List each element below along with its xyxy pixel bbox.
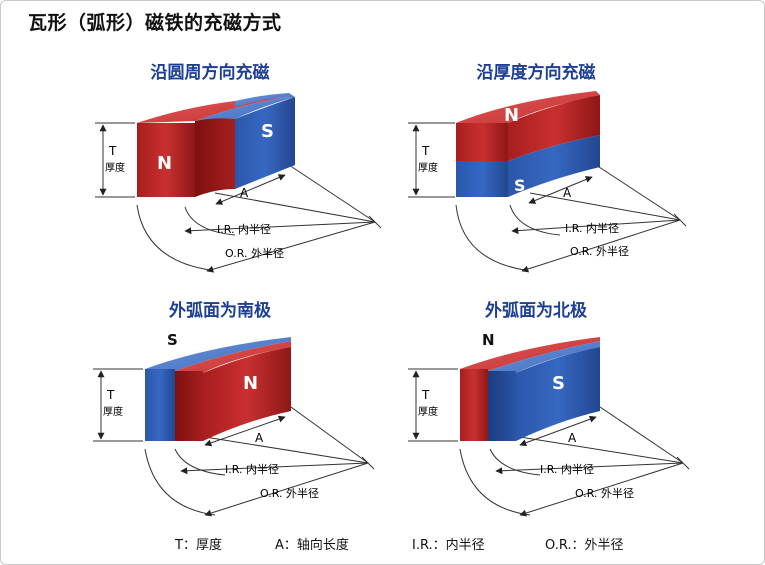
- outer-guide-arc: [144, 448, 216, 516]
- or-radius-line: [206, 221, 376, 273]
- a-label: A: [563, 186, 572, 200]
- blue-side-face: [488, 371, 516, 441]
- or-label: O.R. 外半径: [225, 246, 284, 260]
- ir-radius-line: [511, 219, 681, 235]
- legend-axial-length: A：轴向长度: [275, 538, 349, 553]
- or-label: O.R. 外半径: [570, 244, 629, 258]
- panel-4-title: 外弧面为北极: [485, 301, 587, 321]
- ir-label: I.R. 内半径: [540, 462, 594, 476]
- legend-inner-radius: I.R.：内半径: [412, 538, 485, 553]
- a-dimension-arrow: [519, 415, 597, 447]
- or-label: O.R. 外半径: [575, 486, 634, 500]
- legend-outer-radius: O.R.：外半径: [545, 538, 624, 553]
- a-dimension-arrow: [204, 415, 286, 447]
- pole-n-label: N: [482, 331, 495, 349]
- ir-radius-line: [180, 462, 369, 475]
- blue-curved-face: [508, 135, 600, 197]
- blue-top-face: [488, 341, 600, 373]
- pole-n-label: N: [157, 153, 172, 174]
- panel-3-title: 外弧面为南极: [169, 301, 271, 321]
- red-top-face: [460, 337, 600, 371]
- ir-label: I.R. 内半径: [565, 221, 619, 235]
- pole-s-label: S: [167, 331, 178, 349]
- panel-4-diagram: T 厚度 A I.R. 内半径 O.R. 外半径 N S: [408, 331, 690, 517]
- pole-s-label: S: [261, 121, 274, 142]
- red-curved-face: [203, 347, 291, 441]
- inner-guide-arc: [489, 448, 541, 476]
- or-radius-line: [204, 462, 369, 517]
- blue-curved-face: [516, 347, 600, 441]
- panel-2-title: 沿厚度方向充磁: [476, 63, 596, 83]
- upper-radius-line: [599, 406, 684, 464]
- red-front-face: [460, 369, 488, 441]
- upper-radius-line: [288, 164, 376, 223]
- pole-s-label: S: [552, 373, 565, 394]
- t-label: T: [421, 144, 430, 158]
- a-label: A: [568, 431, 577, 445]
- panel-1-diagram: T 厚度 A I.R. 内半径 O.R. 外半径 N S: [95, 93, 382, 273]
- thickness-label: 厚度: [103, 405, 123, 418]
- thickness-label: 厚度: [418, 161, 438, 174]
- blue-front-face: [235, 97, 295, 189]
- upper-radius-line: [595, 164, 681, 221]
- legend-thickness: T：厚度: [175, 538, 222, 553]
- blue-top-face: [195, 97, 295, 121]
- ir-label: I.R. 内半径: [225, 462, 279, 476]
- a-dimension-arrow: [528, 176, 593, 204]
- red-curved-face: [508, 95, 600, 161]
- t-label: T: [108, 144, 117, 158]
- pole-n-label: N: [504, 105, 519, 126]
- center-mark: [368, 215, 382, 229]
- red-front-face: [456, 123, 508, 161]
- t-label: T: [106, 388, 115, 402]
- red-top-face: [137, 97, 289, 123]
- outer-guide-arc: [459, 448, 531, 516]
- blue-front-face: [145, 369, 175, 441]
- or-radius-line: [519, 462, 684, 517]
- red-side-face: [195, 118, 235, 197]
- a-dimension-arrow: [215, 174, 286, 205]
- or-label: O.R. 外半径: [260, 486, 319, 500]
- center-mark: [673, 213, 687, 227]
- red-side-face: [175, 371, 203, 441]
- panel-3-diagram: T 厚度 A I.R. 内半径 O.R. 外半径 S N: [93, 331, 375, 517]
- inner-guide-arc: [184, 206, 236, 236]
- red-front-face: [137, 123, 195, 197]
- a-ref-line: [529, 192, 681, 221]
- a-ref-line: [204, 436, 369, 464]
- ir-label: I.R. 内半径: [217, 222, 271, 236]
- or-radius-line: [521, 219, 681, 273]
- center-mark: [676, 456, 690, 470]
- inner-guide-arc: [174, 448, 226, 476]
- ir-radius-line: [495, 462, 684, 475]
- inner-guide-arc: [509, 204, 561, 236]
- a-label: A: [255, 431, 264, 445]
- t-label: T: [421, 388, 430, 402]
- blue-front-face: [456, 161, 508, 197]
- red-top-face: [175, 341, 291, 373]
- a-ref-line: [214, 192, 376, 223]
- a-ref-line: [519, 436, 684, 464]
- thickness-label: 厚度: [105, 161, 125, 174]
- pole-n-label: N: [243, 373, 258, 394]
- panel-2-diagram: T 厚度 A I.R. 内半径 O.R. 外半径 N S: [408, 91, 687, 273]
- ir-radius-line: [184, 221, 376, 235]
- pole-s-label: S: [514, 176, 526, 195]
- thickness-label: 厚度: [418, 405, 438, 418]
- center-mark: [361, 456, 375, 470]
- panel-1-title: 沿圆周方向充磁: [150, 63, 270, 83]
- outer-guide-arc: [455, 204, 526, 271]
- upper-radius-line: [290, 406, 369, 464]
- blue-top-face: [145, 337, 291, 371]
- outer-guide-arc: [136, 204, 211, 271]
- page-title: 瓦形（弧形）磁铁的充磁方式: [28, 12, 282, 34]
- a-label: A: [240, 186, 249, 200]
